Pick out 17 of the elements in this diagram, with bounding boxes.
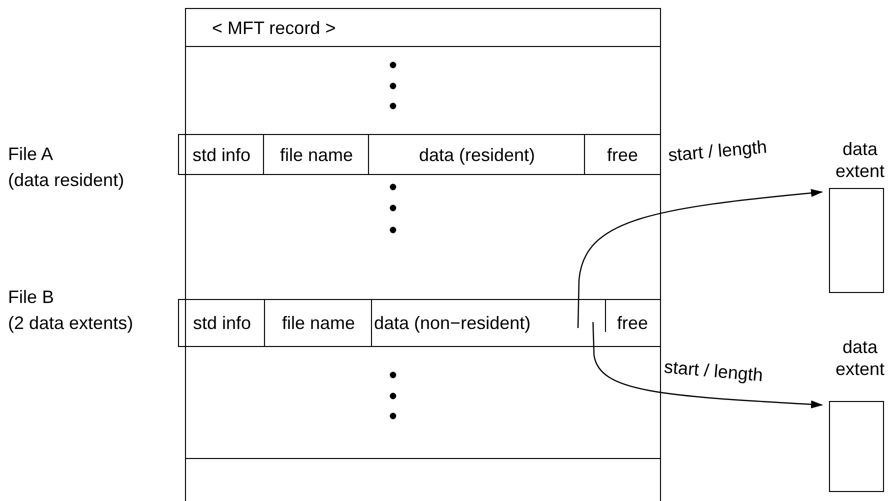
record-field: file name — [264, 299, 372, 347]
record-field: file name — [263, 134, 369, 175]
table-header: < MFT record > — [212, 19, 336, 37]
record-field: free — [584, 134, 661, 175]
curved-arrow — [577, 189, 823, 328]
record-field: std info — [178, 134, 264, 175]
file-label: (2 data extents) — [8, 314, 134, 332]
record-field: std info — [178, 299, 265, 347]
curved-arrow — [592, 322, 823, 408]
record-field: free — [605, 299, 661, 347]
file-label: File B — [8, 288, 54, 306]
file-label: File A — [8, 145, 54, 163]
record-field: data (non−resident) — [371, 299, 606, 347]
extent-heading: data extent — [834, 138, 886, 182]
extent-heading: data extent — [834, 336, 886, 380]
file-label: (data resident) — [8, 171, 124, 189]
record-field: data (resident) — [368, 134, 585, 175]
